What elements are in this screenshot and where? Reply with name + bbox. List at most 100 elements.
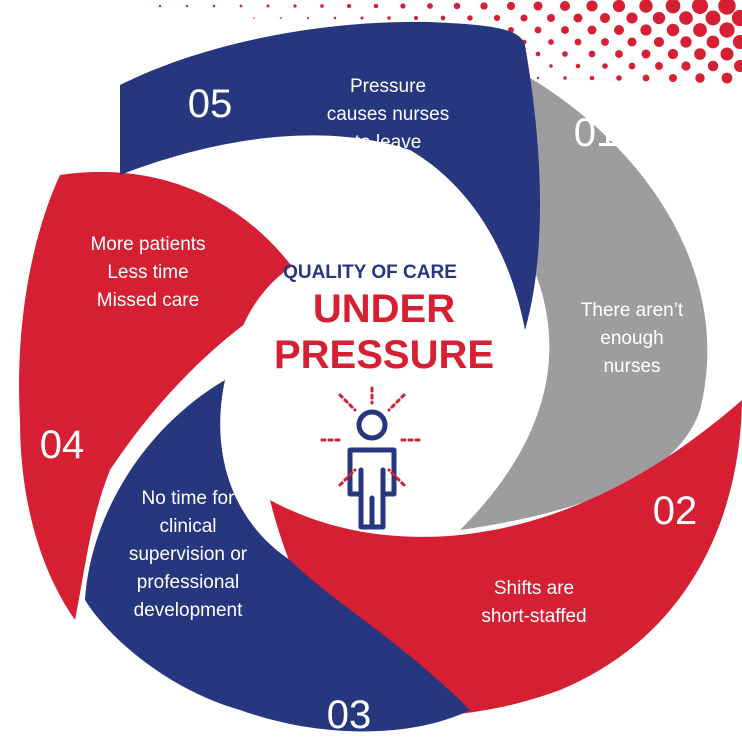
decor-dot [333,16,337,20]
decor-dot [695,73,705,83]
segment-02-label: Shifts are short-staffed [481,578,586,627]
decor-dot [652,11,666,25]
decor-dot [693,23,707,37]
decor-dot [562,51,568,57]
decor-dot [587,25,597,35]
decor-dot [655,62,663,70]
segment-01-label: There aren’t enough nurses [581,300,684,377]
center-title-line1: UNDER [313,287,455,331]
decor-dot [373,3,379,9]
decor-dot [400,3,406,9]
decor-dot [602,63,608,69]
decor-dot [665,0,681,14]
decor-dot [239,4,243,8]
decor-dot [612,0,626,13]
segment-02-shape [270,400,742,717]
decor-dot [559,0,571,12]
decor-dot [547,14,555,22]
segment-03-line: professional [137,572,239,593]
decor-dot [668,73,678,83]
decor-dot [563,76,567,80]
decor-dot [575,63,581,69]
stress-rays [320,386,424,487]
decor-dot [212,4,216,8]
decor-dot [718,0,736,15]
decor-dot [320,4,324,8]
segment-04-shape [19,171,306,620]
decor-dot [706,35,720,49]
segment-02-line: Shifts are [494,578,574,599]
segment-03-number: 03 [327,693,372,737]
decor-dot [616,75,622,81]
decor-dot [280,17,282,19]
decor-dot [266,4,270,8]
decor-dot [548,39,554,45]
decor-dot [627,37,637,47]
decor-dot [734,60,742,72]
segment-02-number: 02 [653,489,698,533]
segment-03-line: development [134,600,244,621]
decor-dot [493,14,501,22]
segment-03-line: clinical [159,516,216,537]
decor-dot [641,49,651,59]
center-circle [232,242,508,518]
decor-dot [573,13,583,23]
decor-dot [535,51,541,57]
decor-dot [600,13,610,23]
decor-dot [306,16,310,20]
decor-dot [628,62,636,70]
dot-pattern-decoration [158,0,742,84]
decor-dot [427,3,433,9]
decor-dot [533,1,543,11]
segment-04-line: Missed care [97,290,199,311]
segment-04-line: Less time [107,262,188,283]
decor-dot [694,48,706,60]
decor-dot [681,61,691,71]
decor-dot [639,0,653,13]
decor-dot [185,4,189,8]
segment-01-line: nurses [603,356,660,377]
decor-dot [536,76,540,80]
decor-dot [467,15,473,21]
decor-dot [360,16,364,20]
center-title-line2: PRESSURE [274,333,494,377]
decor-dot [667,48,679,60]
decor-dot [520,14,528,22]
segment-05-number: 05 [188,82,233,126]
decor-dot [413,15,419,21]
decor-dot [549,64,553,68]
decor-dot [680,36,692,48]
segment-05-shape [120,21,540,330]
decor-dot [666,23,680,37]
segment-05-line: causes nurses [327,104,450,125]
decor-dot [387,16,391,20]
decor-dot [601,38,609,46]
decor-dot [653,36,665,48]
center-subtitle: QUALITY OF CARE [283,262,457,283]
segment-01-line: There aren’t [581,300,684,321]
stressed-person-icon [347,409,397,530]
decor-dot [640,24,652,36]
decor-dot [721,72,733,84]
segment-05-line: Pressure [350,76,426,97]
decor-dot [707,60,719,72]
decor-dot [732,34,742,50]
segment-03-line: supervision or [129,544,248,565]
decor-dot [293,4,297,8]
segment-03-line: No time for [142,488,236,509]
segment-01-line: enough [600,328,663,349]
decor-dot [589,75,595,81]
decor-dot [534,26,542,34]
decor-dot [574,38,582,46]
decor-dot [440,15,446,21]
decor-dot [719,22,735,38]
segment-04-label: More patients Less time Missed care [90,234,205,311]
decor-dot [615,50,623,58]
decor-dot [679,11,693,25]
segment-03-shape [85,380,470,732]
decor-dot [588,50,596,58]
decor-dot [453,2,461,10]
decor-dot [692,0,708,14]
decor-dot [253,17,255,19]
